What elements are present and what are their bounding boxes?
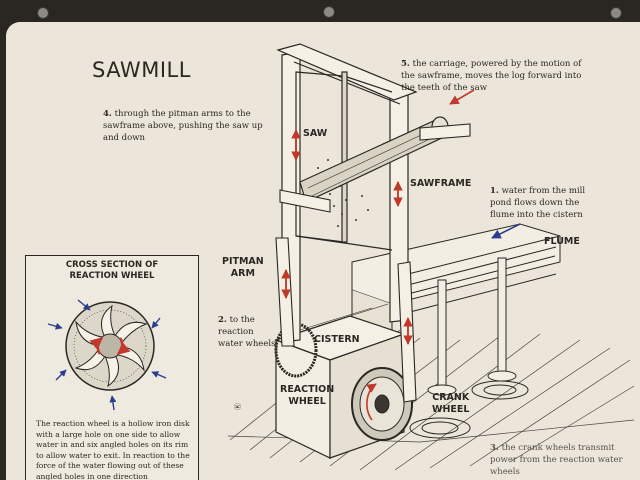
- motion-arrows: [281, 89, 475, 421]
- illustrator-mark: Ⓚ: [234, 403, 242, 410]
- reaction-wheel-cross-section: [47, 299, 167, 411]
- mounting-screw: [610, 7, 622, 19]
- mounting-screw: [323, 6, 335, 18]
- flume-posts: [427, 257, 517, 396]
- label-flume: FLUME: [544, 236, 580, 247]
- saw-frame: [276, 43, 418, 343]
- step-4-text: through the pitman arms to the sawframe …: [103, 109, 263, 143]
- reaction-wheel-inset: CROSS SECTION OF REACTION WHEEL The rea: [25, 255, 199, 480]
- water-flow-arrow: [491, 223, 521, 239]
- mounting-screw: [37, 7, 49, 19]
- step-3-number: 3.: [490, 443, 499, 453]
- step-2-number: 2.: [218, 315, 227, 325]
- step-1-number: 1.: [490, 186, 499, 196]
- label-crank-wheel: CRANK WHEEL: [432, 392, 470, 415]
- sawmill-illustration: Ⓚ: [227, 43, 635, 471]
- crank-wheels: [409, 380, 529, 439]
- step-1-text: water from the mill pond flows down the …: [490, 186, 586, 220]
- label-reaction-wheel: REACTION WHEEL: [280, 384, 335, 407]
- carriage: [279, 123, 471, 213]
- step-2-text: to the reaction water wheels: [218, 315, 276, 349]
- label-sawframe: SAWFRAME: [410, 178, 472, 189]
- page-title: SAWMILL: [92, 58, 191, 82]
- inset-description: The reaction wheel is a hollow iron disk…: [36, 419, 190, 480]
- step-1-caption: 1. water from the mill pond flows down t…: [490, 185, 594, 221]
- step-4-number: 4.: [103, 109, 112, 119]
- sawmill-panel: Ⓚ SAWMILL 4. through the pitman arms to …: [6, 22, 640, 480]
- label-cistern: CISTERN: [314, 334, 360, 345]
- step-3-caption: 3. the crank wheels transmit power from …: [490, 442, 636, 478]
- label-pitman-arm: PITMAN ARM: [222, 256, 264, 279]
- step-2-caption: 2. to the reaction water wheels: [218, 314, 276, 350]
- step-4-caption: 4. through the pitman arms to the sawfra…: [103, 108, 271, 144]
- inset-title: CROSS SECTION OF REACTION WHEEL: [65, 260, 159, 281]
- step-5-text: the carriage, powered by the motion of t…: [401, 59, 582, 93]
- step-5-caption: 5. the carriage, powered by the motion o…: [401, 58, 591, 94]
- step-3-text: the crank wheels transmit power from the…: [490, 443, 623, 477]
- label-saw: SAW: [303, 128, 328, 139]
- step-5-number: 5.: [401, 59, 410, 69]
